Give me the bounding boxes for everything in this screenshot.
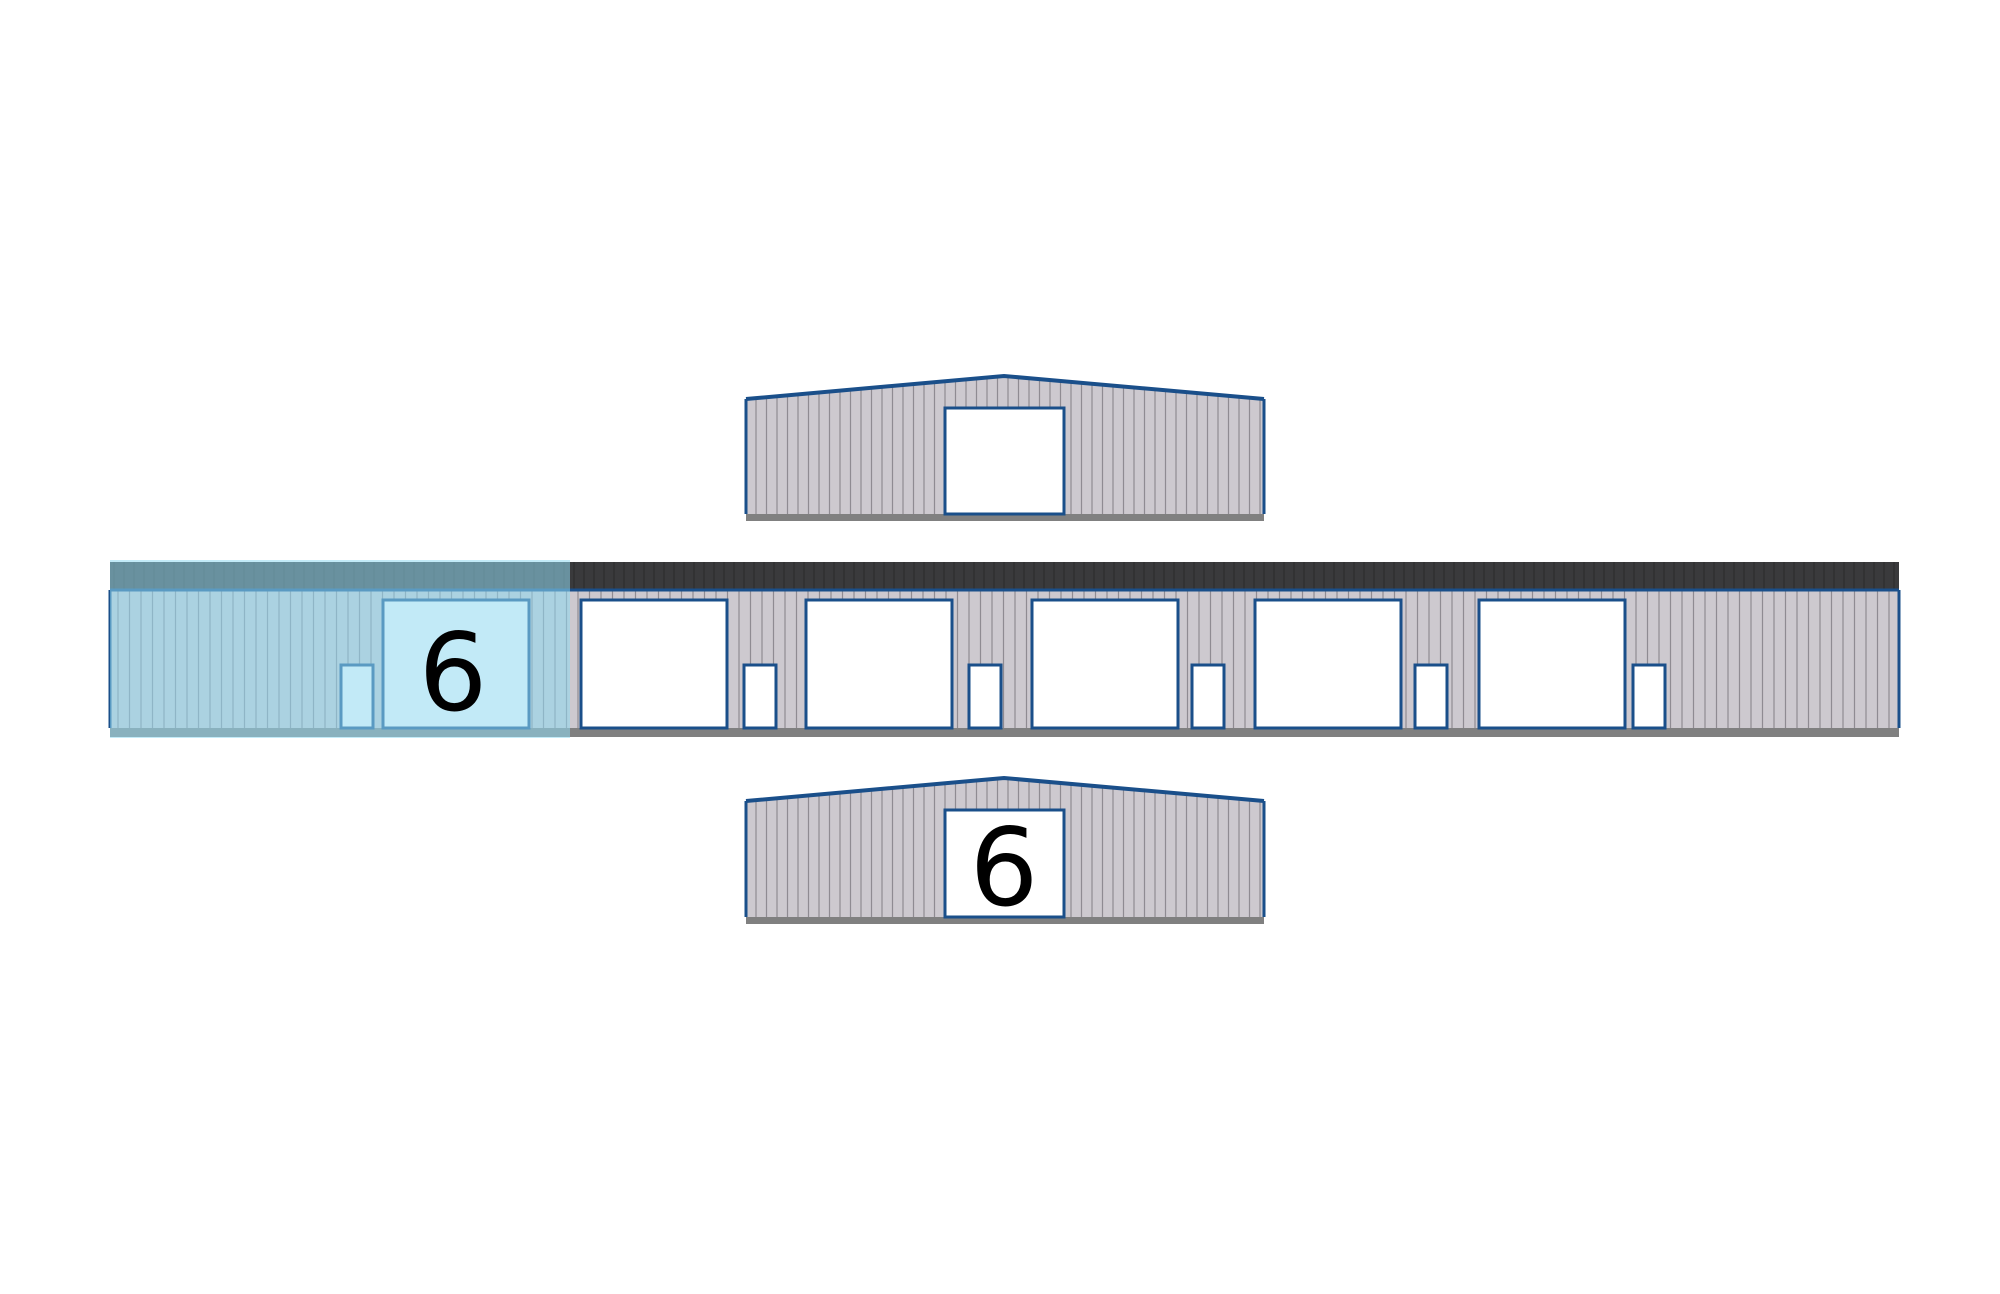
- base-trim: [746, 917, 1264, 924]
- overhead-door: [943, 406, 1066, 516]
- overhead-door[interactable]: [579, 598, 729, 730]
- base-trim: [746, 514, 1264, 521]
- walk-door: [1190, 663, 1226, 730]
- overhead-door[interactable]: [1253, 598, 1403, 730]
- unit-label: 6: [419, 611, 488, 736]
- overhead-door[interactable]: [1030, 598, 1180, 730]
- walk-door: [1631, 663, 1667, 730]
- end-elevation-top: [744, 373, 1266, 521]
- overhead-door[interactable]: [1477, 598, 1627, 730]
- walk-door: [967, 663, 1003, 730]
- end-elevation-bottom: [744, 775, 1266, 924]
- overhead-door[interactable]: [804, 598, 954, 730]
- overhead-door: [943, 808, 1066, 919]
- selected-unit-highlight[interactable]: [110, 560, 570, 738]
- walk-door: [1413, 663, 1449, 730]
- walk-door: [742, 663, 778, 730]
- roof-trim: [745, 373, 1265, 401]
- end-view-label: 6: [970, 806, 1039, 931]
- roof-trim: [745, 775, 1265, 803]
- base-trim: [110, 728, 1899, 737]
